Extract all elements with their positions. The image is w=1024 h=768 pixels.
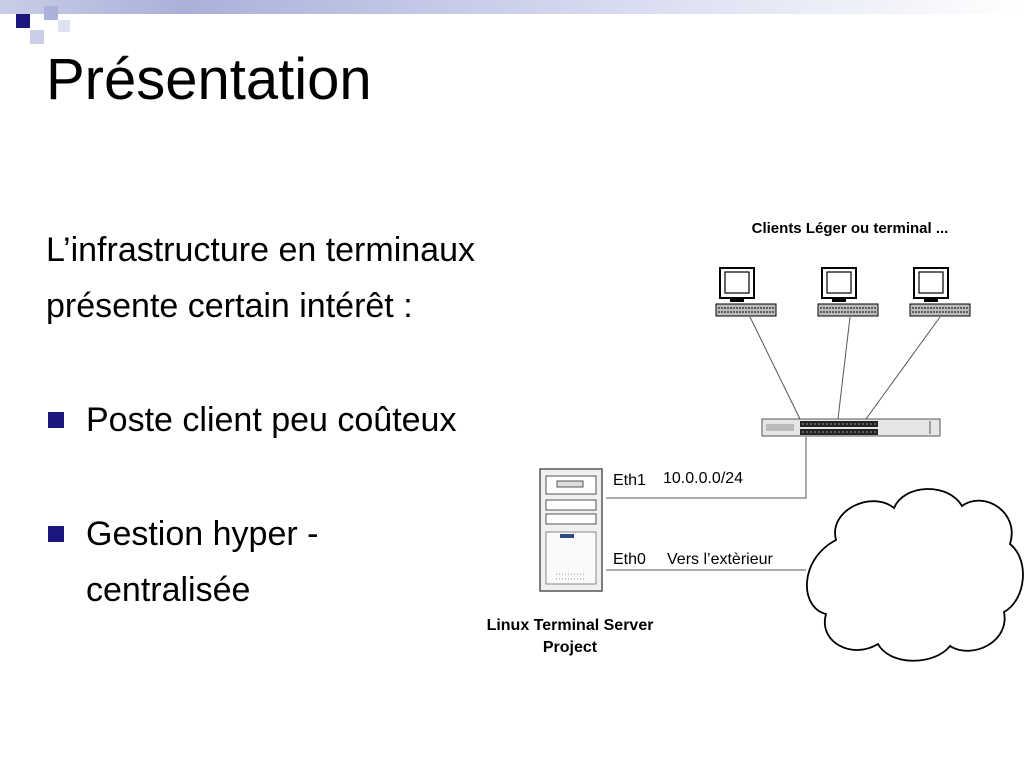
eth1-network: 10.0.0.0/24 xyxy=(663,470,743,487)
header-square-light xyxy=(44,6,58,20)
server-label: Project xyxy=(543,639,598,656)
bullet-text: Gestion hyper - xyxy=(86,515,319,553)
intro-line: présente certain intérêt : xyxy=(46,287,413,325)
computer-icon xyxy=(715,267,777,317)
header-square-pale xyxy=(58,20,70,32)
slide-title: Présentation xyxy=(46,47,372,112)
clients-label: Clients Léger ou terminal ... xyxy=(752,220,949,237)
header-square-light xyxy=(30,30,44,44)
intro-line: L’infrastructure en terminaux xyxy=(46,231,475,269)
eth0-label: Eth0 xyxy=(613,551,646,568)
server-label: Linux Terminal Server xyxy=(487,617,654,634)
eth1-label: Eth1 xyxy=(613,472,646,489)
cloud-icon xyxy=(806,488,1024,662)
bullet-text: Poste client peu coûteux xyxy=(86,401,457,439)
network-links xyxy=(606,316,941,571)
intro-text: L’infrastructure en terminaux présente c… xyxy=(46,222,475,334)
server-tower-icon xyxy=(539,468,603,592)
network-switch-icon xyxy=(761,418,941,437)
header-square-dark xyxy=(16,14,30,28)
bullet-text: centralisée xyxy=(86,571,251,609)
bullet-marker xyxy=(48,412,64,428)
bullet-marker xyxy=(48,526,64,542)
eth0-destination: Vers l’extèrieur xyxy=(667,551,773,568)
computer-icon xyxy=(817,267,879,317)
computer-icon xyxy=(909,267,971,317)
header-gradient-bar xyxy=(0,0,1024,14)
